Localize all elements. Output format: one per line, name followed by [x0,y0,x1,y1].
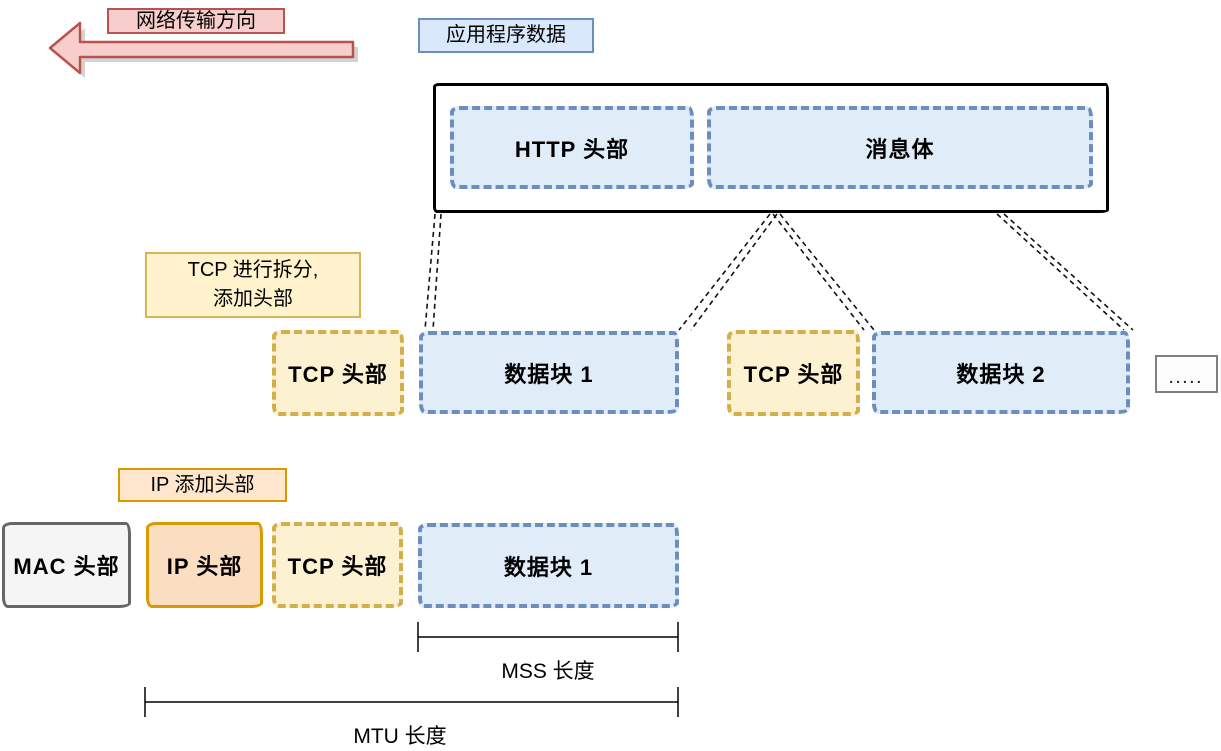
transmission-direction-label: 网络传输方向 [107,8,285,34]
mss-measure-line [417,622,679,652]
data-chunk-bottom-text: 数据块 1 [503,554,594,580]
tcp-header-3-text: TCP 头部 [287,554,388,579]
data-chunk-2-text: 数据块 2 [956,361,1046,387]
app-data-label: 应用程序数据 [418,18,594,53]
tcp-header-1-text: TCP 头部 [288,362,388,387]
mac-header-text: MAC 头部 [13,554,120,579]
more-segments-box: ..... [1155,355,1218,393]
tcp-header-box-2: TCP 头部 [727,330,860,416]
transmission-direction-text: 网络传输方向 [136,9,256,32]
mtu-measure-line [144,687,679,717]
data-chunk-bottom-box: 数据块 1 [418,523,679,608]
ip-header-box: IP 头部 [146,522,263,608]
ip-add-header-text: IP 添加头部 [150,473,255,496]
message-body-text: 消息体 [865,136,935,162]
tcp-split-note: TCP 进行拆分, 添加头部 [145,252,361,318]
message-body-box: 消息体 [707,106,1093,189]
data-chunk-1-box: 数据块 1 [419,331,679,414]
split-connector-lines [424,213,1134,331]
tcp-split-note-line2: 添加头部 [213,288,293,310]
mac-header-box: MAC 头部 [2,522,131,608]
transmission-arrow-shadow [55,28,358,78]
tcp-header-box-1: TCP 头部 [272,330,404,416]
tcp-split-note-line1: TCP 进行拆分, [187,259,319,281]
tcp-header-2-text: TCP 头部 [743,362,844,387]
mss-length-label: MSS 长度 [501,660,595,683]
ip-add-header-note: IP 添加头部 [118,468,287,502]
http-header-text: HTTP 头部 [514,136,630,162]
app-data-text: 应用程序数据 [446,24,566,46]
data-chunk-1-text: 数据块 1 [504,361,594,387]
mtu-length-label: MTU 长度 [353,725,447,748]
http-header-box: HTTP 头部 [450,106,694,189]
data-chunk-2-box: 数据块 2 [872,331,1130,414]
tcp-header-box-3: TCP 头部 [272,522,403,608]
ip-header-text: IP 头部 [166,554,243,579]
more-segments-text: ..... [1169,370,1204,386]
